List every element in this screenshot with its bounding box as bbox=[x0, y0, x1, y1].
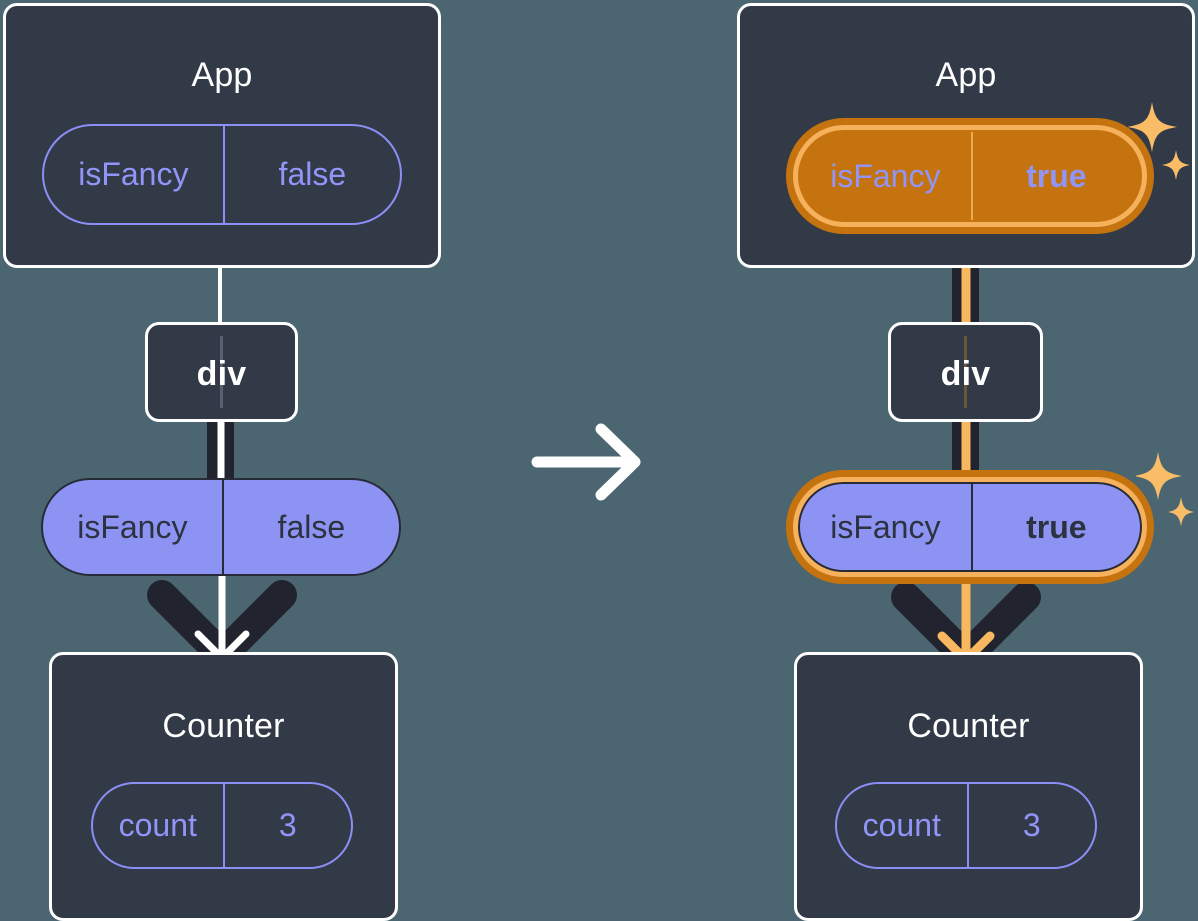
app-state-pill-after: isFancy true bbox=[798, 130, 1142, 222]
sparkle-icon-app-after bbox=[1128, 102, 1190, 180]
sparkle-icon-prop-after bbox=[1136, 452, 1194, 526]
prop-value-after: true bbox=[970, 484, 1140, 570]
div-inner-line-after bbox=[964, 336, 967, 408]
transition-right-arrow-icon bbox=[531, 423, 641, 501]
app-state-pill-before: isFancy false bbox=[42, 124, 402, 225]
app-title-after: App bbox=[935, 56, 997, 94]
counter-state-value-after: 3 bbox=[966, 784, 1095, 867]
app-title-before: App bbox=[191, 56, 253, 94]
counter-state-pill-after: count 3 bbox=[835, 782, 1097, 869]
div-inner-line-before bbox=[220, 336, 223, 408]
app-state-value-before: false bbox=[222, 126, 400, 223]
prop-value-before: false bbox=[221, 480, 399, 574]
counter-state-pill-before: count 3 bbox=[91, 782, 353, 869]
prop-pill-before: isFancy false bbox=[41, 478, 401, 576]
prop-key-before: isFancy bbox=[77, 508, 188, 545]
prop-pill-after: isFancy true bbox=[798, 482, 1142, 572]
app-state-pill-highlight-after: isFancy true bbox=[786, 118, 1154, 234]
counter-state-key-after: count bbox=[862, 807, 941, 843]
counter-state-key-before: count bbox=[118, 807, 197, 843]
div-label-after: div bbox=[940, 355, 991, 393]
div-label-before: div bbox=[196, 355, 247, 393]
counter-box-before: Counter bbox=[49, 652, 398, 921]
prop-pill-highlight-after: isFancy true bbox=[786, 470, 1154, 584]
counter-state-value-before: 3 bbox=[222, 784, 351, 867]
app-state-key-before: isFancy bbox=[78, 156, 189, 192]
prop-key-after: isFancy bbox=[830, 508, 941, 545]
app-state-key-after: isFancy bbox=[830, 157, 941, 194]
app-state-value-after: true bbox=[970, 132, 1140, 220]
counter-title-after: Counter bbox=[907, 707, 1030, 745]
connector-app-to-div-before bbox=[218, 265, 222, 325]
counter-title-before: Counter bbox=[162, 707, 285, 745]
